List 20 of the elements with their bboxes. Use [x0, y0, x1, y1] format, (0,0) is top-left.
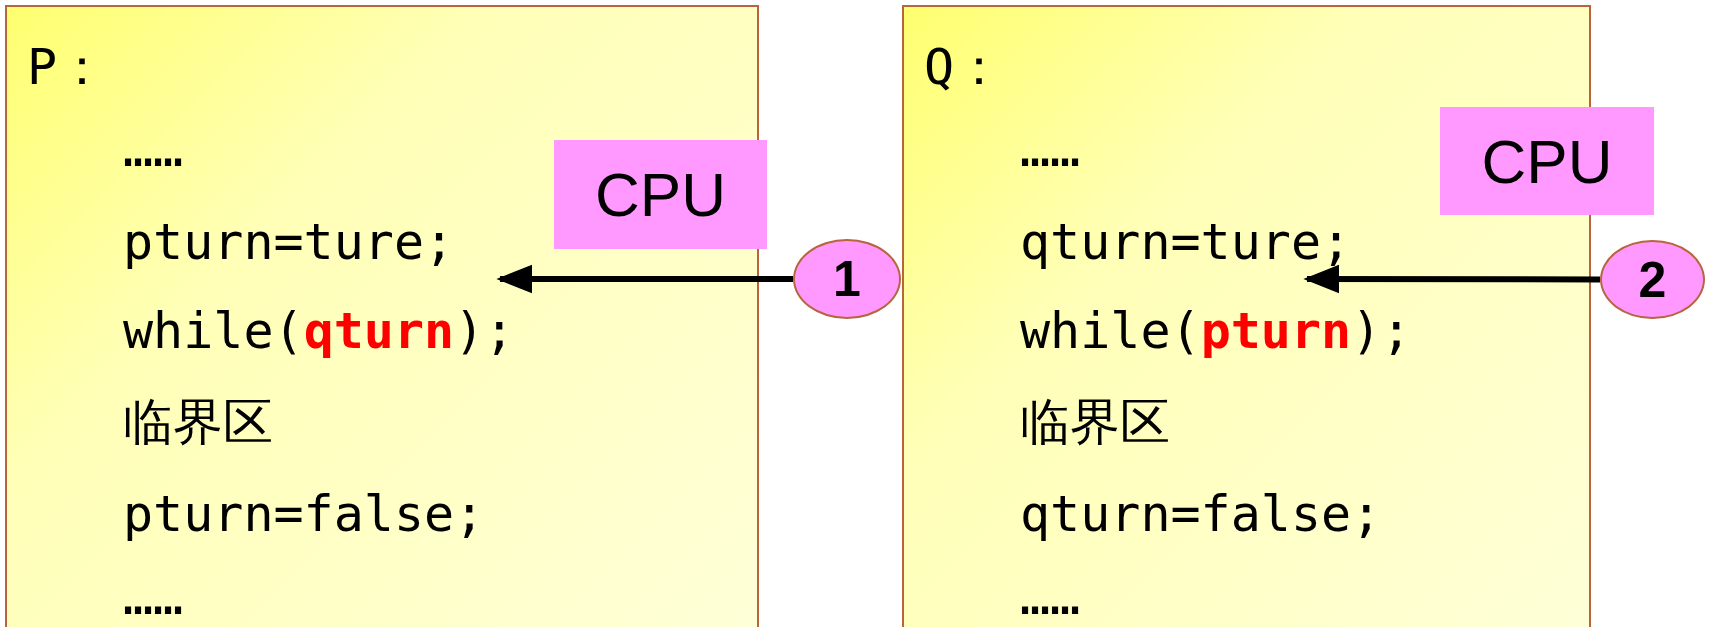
- arrow: [1303, 264, 1600, 294]
- cpu-tag: CPU: [1440, 107, 1654, 215]
- code-line: ……: [123, 567, 184, 627]
- step-number: 2: [1600, 240, 1705, 319]
- code-line: 临界区: [123, 392, 273, 452]
- process-label: P：: [27, 37, 108, 97]
- code-line: ……: [1020, 119, 1081, 179]
- code-line: ……: [1020, 567, 1081, 627]
- code-panel: [5, 5, 759, 627]
- arrow: [496, 264, 793, 294]
- code-line: while(qturn);: [123, 301, 515, 361]
- step-number: 1: [793, 239, 901, 319]
- code-line: qturn=ture;: [1020, 212, 1352, 272]
- code-line: pturn=false;: [123, 484, 485, 544]
- code-line: while(pturn);: [1020, 301, 1412, 361]
- process-label: Q：: [924, 37, 1005, 97]
- code-line: qturn=false;: [1020, 484, 1382, 544]
- code-line: pturn=ture;: [123, 212, 455, 272]
- code-line: ……: [123, 119, 184, 179]
- code-line: 临界区: [1020, 392, 1170, 452]
